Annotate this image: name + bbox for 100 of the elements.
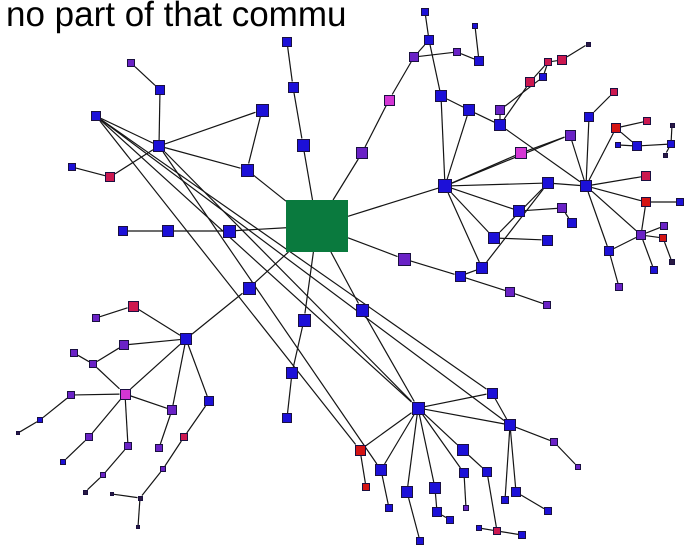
network-node	[242, 282, 256, 294]
network-node	[632, 141, 642, 151]
network-node	[604, 246, 614, 256]
network-node	[580, 180, 592, 192]
network-node	[68, 163, 76, 171]
network-node	[513, 205, 525, 217]
connector-line	[20, 421, 38, 432]
connector-line	[248, 116, 261, 164]
network-node	[160, 466, 166, 472]
network-node	[155, 85, 165, 95]
connector-line	[407, 414, 418, 486]
network-node	[204, 396, 214, 406]
network-node	[180, 433, 188, 441]
network-node	[482, 467, 492, 477]
connector-line	[74, 394, 120, 396]
connector-line	[304, 151, 314, 200]
network-node	[91, 111, 101, 121]
connector-line	[96, 367, 120, 390]
network-node	[356, 304, 368, 316]
connector-line	[592, 187, 642, 202]
connector-line	[130, 395, 168, 409]
central-node	[286, 200, 348, 252]
connector-line	[418, 52, 454, 58]
connector-line	[332, 158, 359, 200]
connector-line	[408, 498, 420, 538]
network-node	[362, 483, 370, 491]
network-node	[669, 259, 675, 265]
connector-line	[365, 316, 415, 402]
connector-line	[130, 344, 180, 390]
connector-line	[646, 235, 660, 238]
network-node	[421, 8, 429, 16]
connector-line	[442, 514, 446, 518]
connector-line	[487, 476, 497, 528]
network-node	[586, 42, 590, 46]
connector-line	[500, 531, 518, 535]
network-node	[429, 482, 441, 494]
network-node	[636, 230, 646, 240]
connector-line	[100, 118, 154, 144]
connector-line	[164, 147, 241, 169]
network-node	[288, 82, 298, 92]
network-node	[501, 496, 509, 504]
network-node	[670, 122, 674, 128]
connector-line	[410, 260, 455, 275]
network-node	[110, 492, 114, 496]
connector-line	[464, 478, 466, 506]
connector-line	[514, 293, 544, 304]
network-node	[615, 283, 623, 291]
network-node	[124, 442, 132, 450]
connector-line	[452, 182, 542, 186]
connector-line	[293, 92, 302, 139]
connector-line	[451, 192, 489, 232]
connector-line	[304, 252, 314, 314]
network-node	[446, 516, 454, 524]
connector-line	[646, 227, 660, 234]
network-node	[375, 464, 387, 476]
network-node	[354, 444, 366, 456]
network-node	[119, 340, 129, 350]
network-node	[459, 468, 469, 478]
connector-line	[235, 227, 286, 232]
connector-line	[114, 494, 138, 498]
connector-line	[100, 307, 128, 318]
connector-line	[100, 120, 412, 403]
connector-line	[566, 45, 586, 58]
network-node	[118, 226, 128, 236]
connector-line	[554, 182, 580, 186]
connector-line	[164, 152, 412, 402]
network-node	[155, 444, 163, 452]
connector-line	[620, 121, 644, 128]
network-node	[511, 487, 521, 497]
connector-line	[286, 378, 292, 414]
network-node	[505, 287, 515, 297]
connector-line	[474, 112, 494, 123]
network-node	[472, 23, 478, 29]
network-node	[488, 232, 500, 244]
network-node	[539, 73, 547, 81]
network-node	[463, 104, 475, 116]
network-node	[70, 349, 78, 357]
connector-line	[651, 201, 676, 203]
network-node	[356, 147, 368, 159]
connector-line	[474, 28, 480, 56]
network-node	[515, 147, 527, 159]
network-node	[296, 138, 310, 152]
network-node	[16, 431, 20, 435]
network-node	[518, 531, 526, 539]
network-node	[167, 405, 177, 415]
network-node	[412, 402, 424, 414]
network-node	[659, 234, 667, 242]
heading-text: no part of that commu	[6, 0, 346, 34]
network-node	[584, 112, 594, 122]
network-node	[120, 388, 130, 400]
connector-line	[158, 94, 160, 140]
network-node	[610, 88, 618, 96]
network-node	[416, 537, 424, 545]
connector-line	[465, 277, 506, 291]
connector-line	[392, 62, 412, 95]
connector-line	[499, 188, 543, 232]
connector-line	[534, 66, 545, 78]
connector-line	[620, 144, 632, 146]
network-node	[567, 218, 577, 228]
network-node	[611, 123, 621, 133]
